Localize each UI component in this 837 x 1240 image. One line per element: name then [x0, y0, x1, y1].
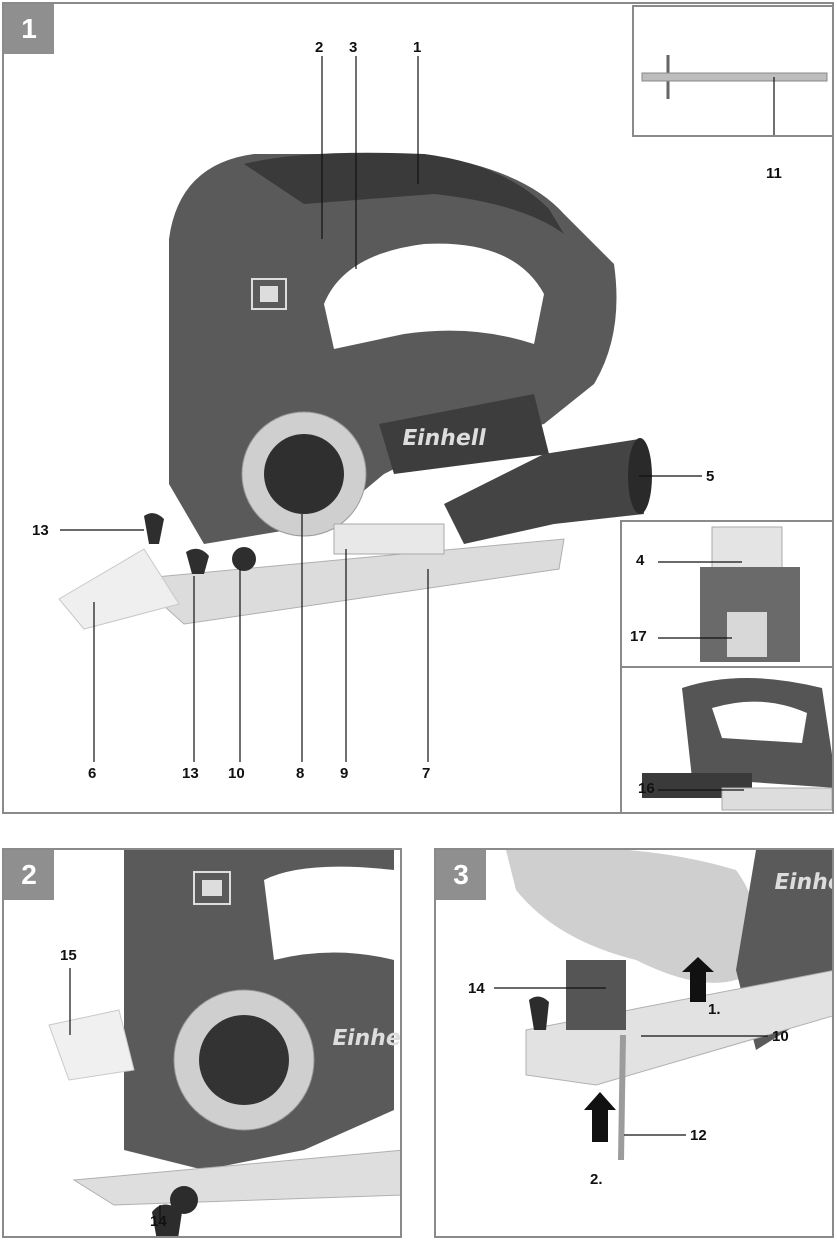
figure-number-badge: 3: [436, 850, 486, 900]
inset-rear-view: [620, 666, 832, 812]
label-6: 6: [88, 765, 97, 782]
step-2-label: 2.: [590, 1171, 603, 1188]
label-12: 12: [690, 1127, 707, 1144]
inset-saw-blade: [632, 5, 832, 137]
label-13-bottom: 13: [182, 765, 199, 782]
label-2: 2: [315, 39, 324, 56]
label-13-top: 13: [32, 522, 49, 539]
jigsaw-illustration: [58, 56, 702, 762]
label-14: 14: [150, 1213, 167, 1230]
label-16: 16: [638, 780, 655, 797]
figure-3-panel: 3 Einhe 14 10 12 1. 2.: [434, 848, 834, 1238]
label-14: 14: [468, 980, 485, 997]
label-7: 7: [422, 765, 431, 782]
label-11: 11: [766, 165, 782, 182]
step-1-label: 1.: [708, 1001, 721, 1018]
figure-number-badge: 2: [4, 850, 54, 900]
label-5: 5: [706, 468, 715, 485]
brand-logo-text: Einhell: [399, 426, 489, 451]
label-9: 9: [340, 765, 349, 782]
brand-logo-text: Einhe: [771, 870, 834, 895]
label-8: 8: [296, 765, 305, 782]
label-3: 3: [349, 39, 358, 56]
label-4: 4: [636, 552, 645, 569]
blade-insertion-illustration: [494, 850, 832, 1160]
figure-number-badge: 1: [4, 4, 54, 54]
label-10: 10: [772, 1028, 789, 1045]
label-10: 10: [228, 765, 245, 782]
jigsaw-guard-illustration: [48, 850, 400, 1236]
label-17: 17: [630, 628, 647, 645]
figure-2-panel: 2 Einhe 15 14: [2, 848, 402, 1238]
brand-logo-text: Einhe: [329, 1026, 402, 1051]
inset-front-view: [620, 520, 832, 670]
label-15: 15: [60, 947, 77, 964]
label-1: 1: [413, 39, 422, 56]
figure-1-panel: 1: [2, 2, 834, 814]
